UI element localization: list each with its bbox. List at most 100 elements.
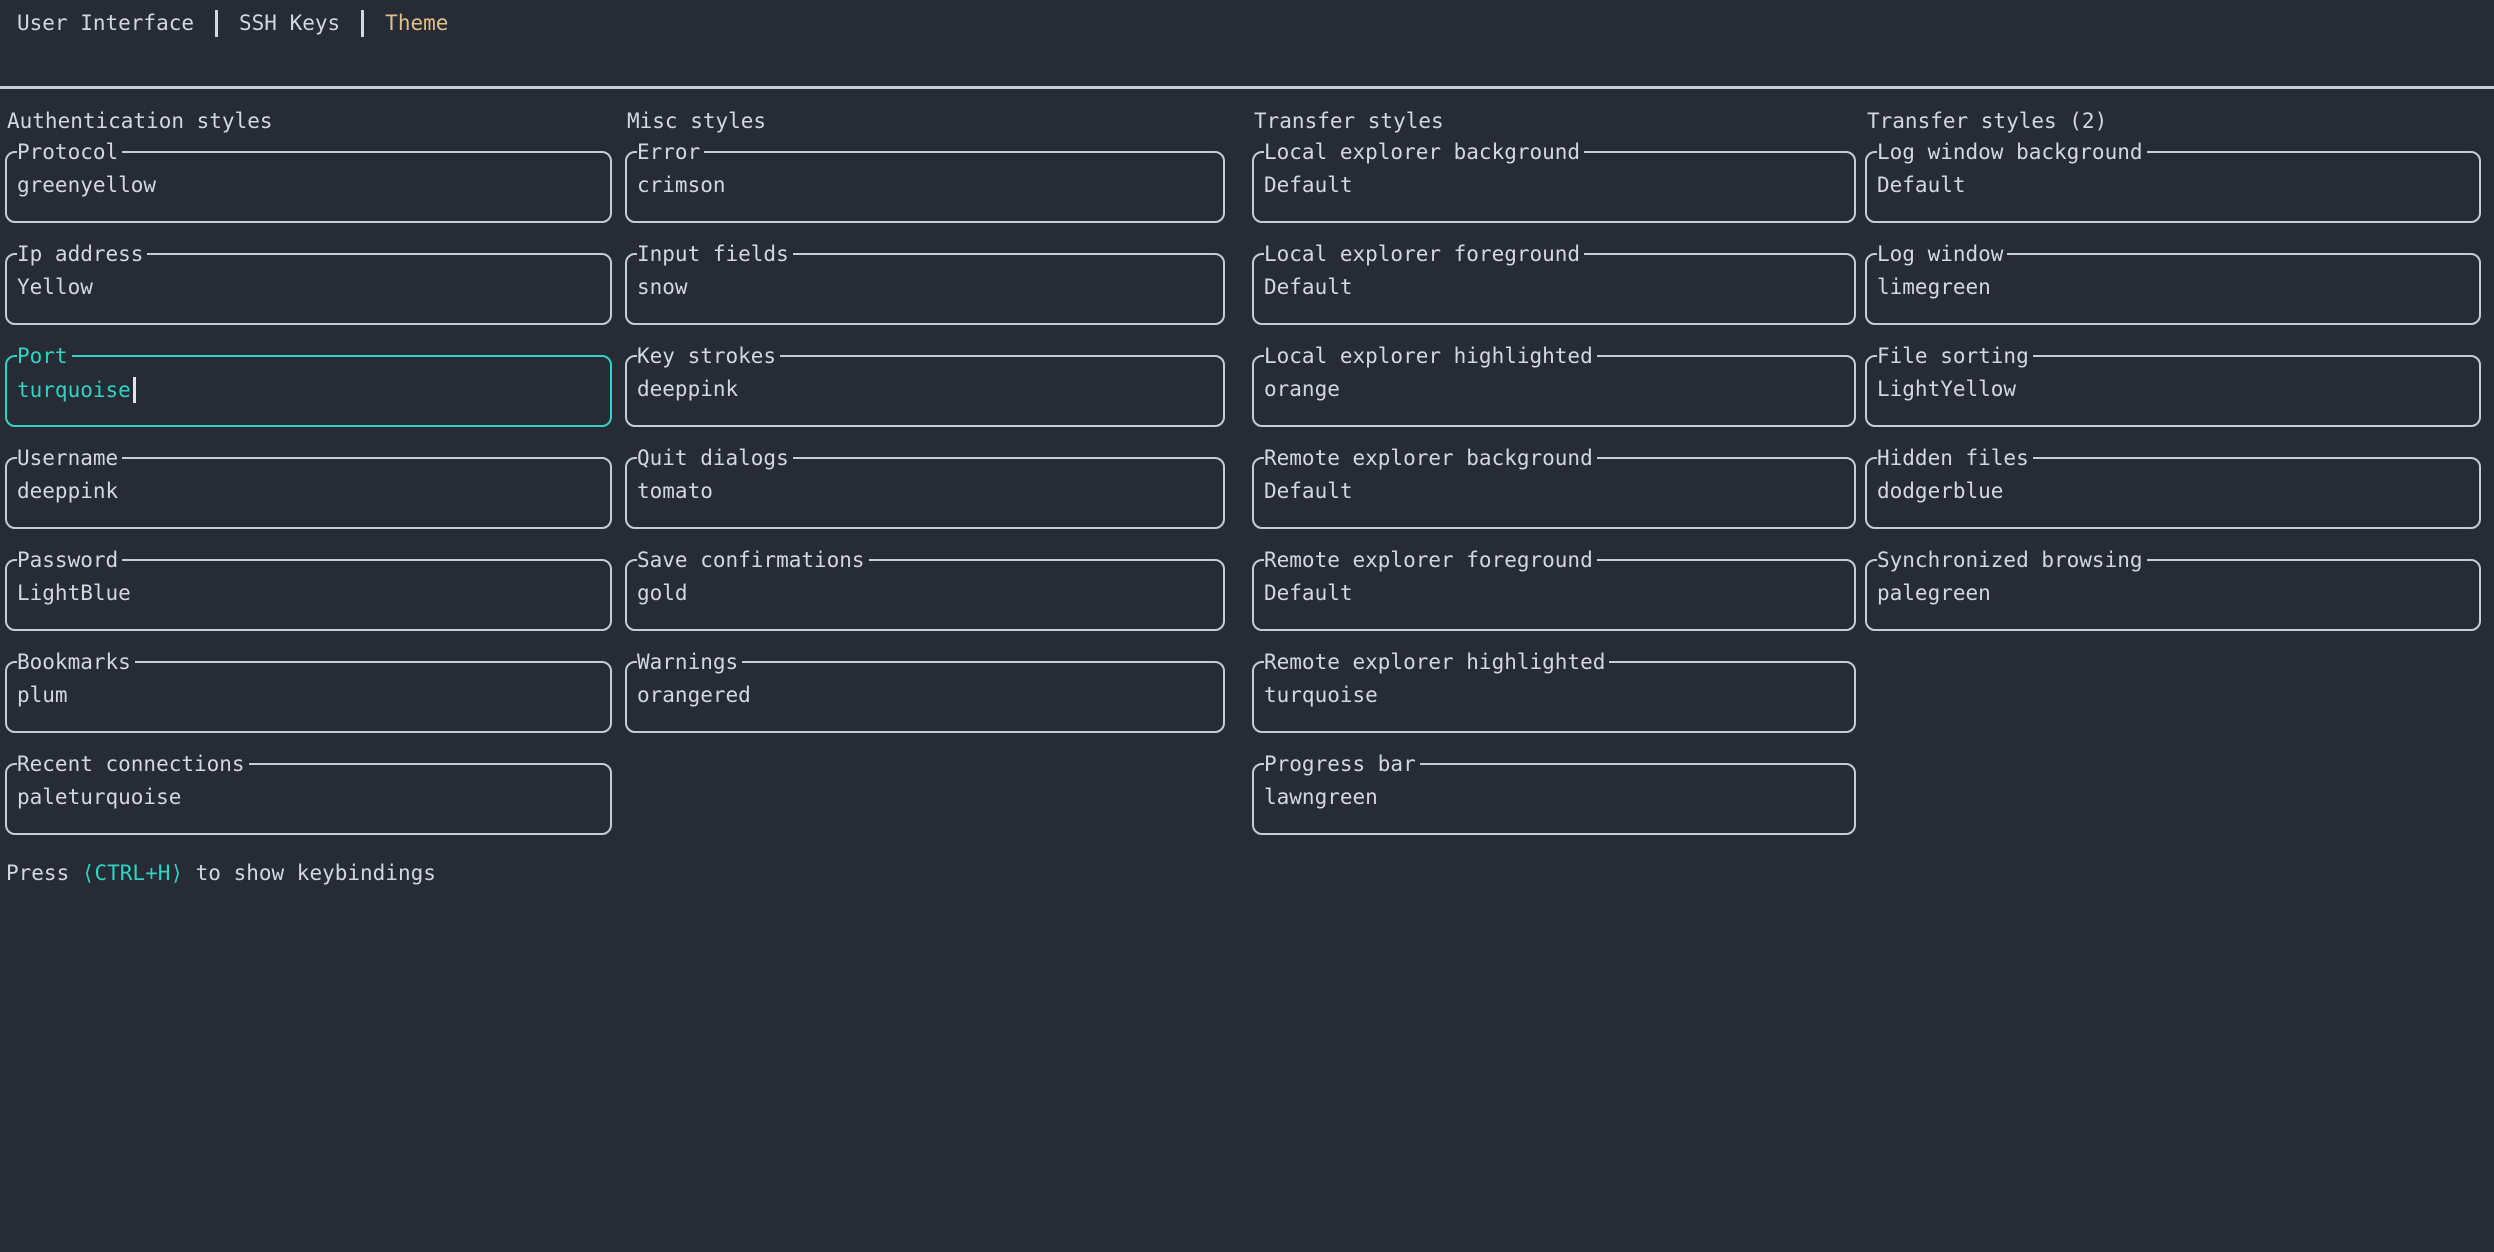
field-value: Default — [1264, 275, 1353, 299]
field-value: plum — [17, 683, 68, 707]
field-value: dodgerblue — [1877, 479, 2003, 503]
field-value: orange — [1264, 377, 1340, 401]
field-local-explorer-highlighted[interactable]: Local explorer highlighted orange — [1252, 345, 1856, 427]
field-value: tomato — [637, 479, 713, 503]
field-value: orangered — [637, 683, 751, 707]
field-label: Key strokes — [637, 345, 781, 367]
field-value-text: Yellow — [17, 275, 93, 299]
field-synchronized-browsing[interactable]: Synchronized browsing palegreen — [1865, 549, 2481, 631]
status-text-suffix: to show keybindings — [183, 861, 436, 885]
field-value: deeppink — [637, 377, 738, 401]
field-recent-connections[interactable]: Recent connections paleturquoise — [5, 753, 612, 835]
tab-ssh-keys[interactable]: SSH Keys — [239, 11, 341, 35]
field-label: Port — [17, 345, 72, 367]
field-value-text: LightYellow — [1877, 377, 2017, 401]
field-log-window[interactable]: Log window limegreen — [1865, 243, 2481, 325]
field-label: Input fields — [637, 243, 793, 265]
tab-user-interface[interactable]: User Interface — [17, 11, 195, 35]
field-value: Yellow — [17, 275, 93, 299]
field-value: turquoise — [1264, 683, 1378, 707]
field-value-text: greenyellow — [17, 173, 157, 197]
field-value-text: gold — [637, 581, 688, 605]
field-label: Synchronized browsing — [1877, 549, 2147, 571]
column-title-misc-styles: Misc styles — [627, 109, 767, 133]
field-label: Username — [17, 447, 123, 469]
field-value: deeppink — [17, 479, 118, 503]
field-label: Progress bar — [1264, 753, 1420, 775]
column-title-transfer-styles-2: Transfer styles (2) — [1867, 109, 2108, 133]
field-value-text: Default — [1264, 479, 1353, 503]
field-value-text: Default — [1877, 173, 1966, 197]
field-label: Recent connections — [17, 753, 249, 775]
field-value-text: Default — [1264, 581, 1353, 605]
tab-separator — [361, 9, 365, 37]
field-value: gold — [637, 581, 688, 605]
column-title-authentication-styles: Authentication styles — [7, 109, 273, 133]
tab-separator — [215, 9, 219, 37]
field-value-text: Default — [1264, 275, 1353, 299]
field-label: Quit dialogs — [637, 447, 793, 469]
field-save-confirmations[interactable]: Save confirmations gold — [625, 549, 1225, 631]
field-label: Bookmarks — [17, 651, 135, 673]
status-bar: Press ⟨CTRL+H⟩ to show keybindings — [6, 860, 436, 886]
field-quit-dialogs[interactable]: Quit dialogs tomato — [625, 447, 1225, 529]
field-label: File sorting — [1877, 345, 2033, 367]
field-value-text: tomato — [637, 479, 713, 503]
field-label: Local explorer background — [1264, 141, 1585, 163]
field-value: LightYellow — [1877, 377, 2016, 401]
field-label: Ip address — [17, 243, 148, 265]
text-cursor — [132, 377, 136, 403]
field-label: Error — [637, 141, 705, 163]
field-value-text: turquoise — [17, 378, 131, 402]
field-value: palegreen — [1877, 581, 1991, 605]
field-port[interactable]: Port turquoise — [5, 345, 612, 427]
field-value-text: Default — [1264, 173, 1353, 197]
field-bookmarks[interactable]: Bookmarks plum — [5, 651, 612, 733]
field-value-text: LightBlue — [17, 581, 131, 605]
field-value-text: orangered — [637, 683, 751, 707]
field-hidden-files[interactable]: Hidden files dodgerblue — [1865, 447, 2481, 529]
column-title-transfer-styles: Transfer styles — [1254, 109, 1444, 133]
field-label: Log window — [1877, 243, 2008, 265]
field-value: paleturquoise — [17, 785, 181, 809]
field-label: Hidden files — [1877, 447, 2033, 469]
tab-bar: User Interface SSH Keys Theme — [17, 9, 448, 37]
field-label: Log window background — [1877, 141, 2147, 163]
status-text-prefix: Press — [6, 861, 82, 885]
field-label: Save confirmations — [637, 549, 869, 571]
field-label: Local explorer foreground — [1264, 243, 1585, 265]
field-value: turquoise — [17, 377, 136, 403]
field-value-text: palegreen — [1877, 581, 1991, 605]
field-value-text: paleturquoise — [17, 785, 182, 809]
field-label: Local explorer highlighted — [1264, 345, 1597, 367]
field-value-text: limegreen — [1877, 275, 1991, 299]
field-value: limegreen — [1877, 275, 1991, 299]
field-key-strokes[interactable]: Key strokes deeppink — [625, 345, 1225, 427]
field-value: LightBlue — [17, 581, 131, 605]
field-value-text: lawngreen — [1264, 785, 1378, 809]
field-value-text: dodgerblue — [1877, 479, 2004, 503]
field-value-text: turquoise — [1264, 683, 1378, 707]
field-value-text: deeppink — [17, 479, 119, 503]
field-progress-bar[interactable]: Progress bar lawngreen — [1252, 753, 1856, 835]
column-transfer-styles-2: Transfer styles (2) Log window background… — [1865, 110, 2481, 661]
tab-theme[interactable]: Theme — [385, 11, 449, 35]
field-username[interactable]: Username deeppink — [5, 447, 612, 529]
field-value: greenyellow — [17, 173, 156, 197]
field-value: Default — [1264, 173, 1353, 197]
